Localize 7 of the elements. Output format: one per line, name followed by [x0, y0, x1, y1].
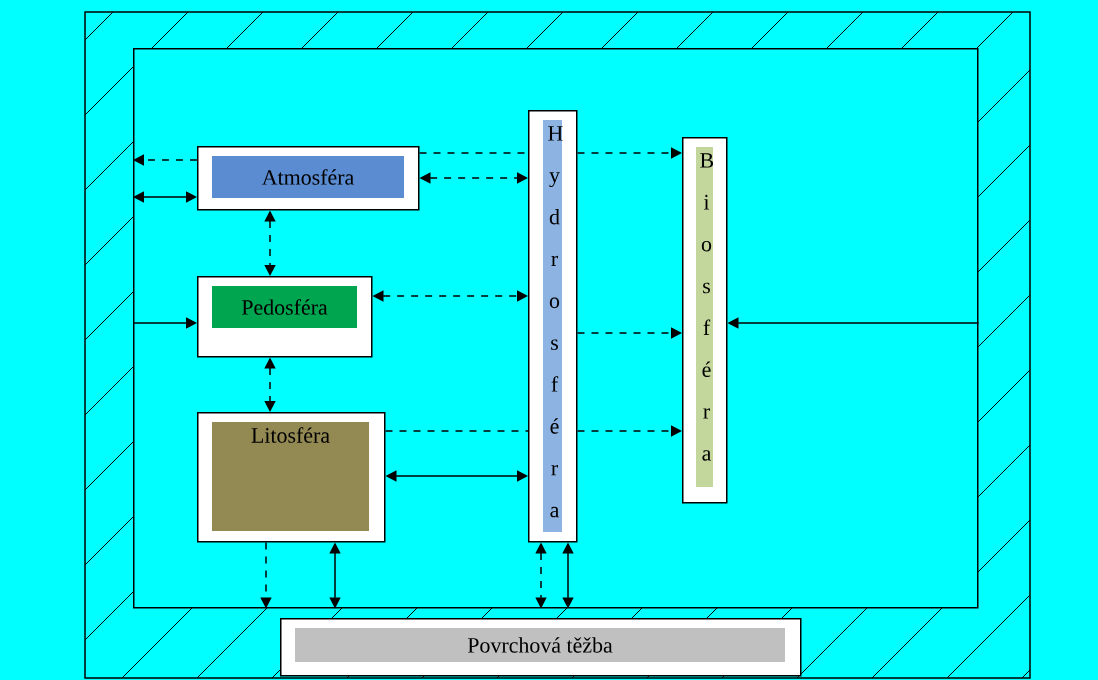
arrow: [576, 425, 682, 437]
arrow: [132, 317, 197, 329]
arrow: [133, 191, 197, 203]
arrow: [576, 147, 682, 159]
arrow: [576, 327, 682, 339]
area-box: [133, 48, 979, 609]
arrow: [133, 154, 198, 166]
